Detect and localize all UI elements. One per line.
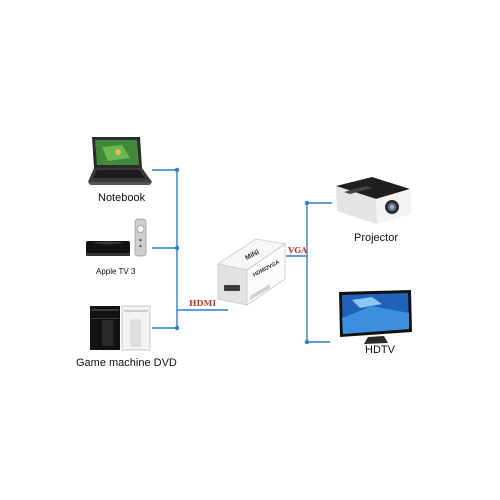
projector-label: Projector: [354, 232, 399, 244]
hdmi-cable-label: HDMI: [189, 298, 217, 308]
apple-tv-label: Apple TV 3: [96, 267, 136, 276]
game-dot: [174, 325, 180, 331]
projector-image: [336, 177, 411, 224]
hdmi2vga-converter: [216, 238, 287, 306]
game-machine-dvd-image: [90, 305, 151, 351]
apple-tv-image: [86, 218, 147, 257]
appletv-dot: [174, 245, 180, 251]
hdtv-image: [339, 290, 412, 344]
notebook-dot: [174, 167, 180, 173]
notebook-label: Notebook: [98, 192, 146, 204]
notebook-image: [88, 137, 152, 185]
hdtv-label: HDTV: [365, 344, 395, 356]
output-connector-lines: [286, 202, 332, 343]
game-machine-dvd-label: Game machine DVD: [76, 357, 177, 369]
vga-cable-label: VGA: [288, 245, 308, 255]
